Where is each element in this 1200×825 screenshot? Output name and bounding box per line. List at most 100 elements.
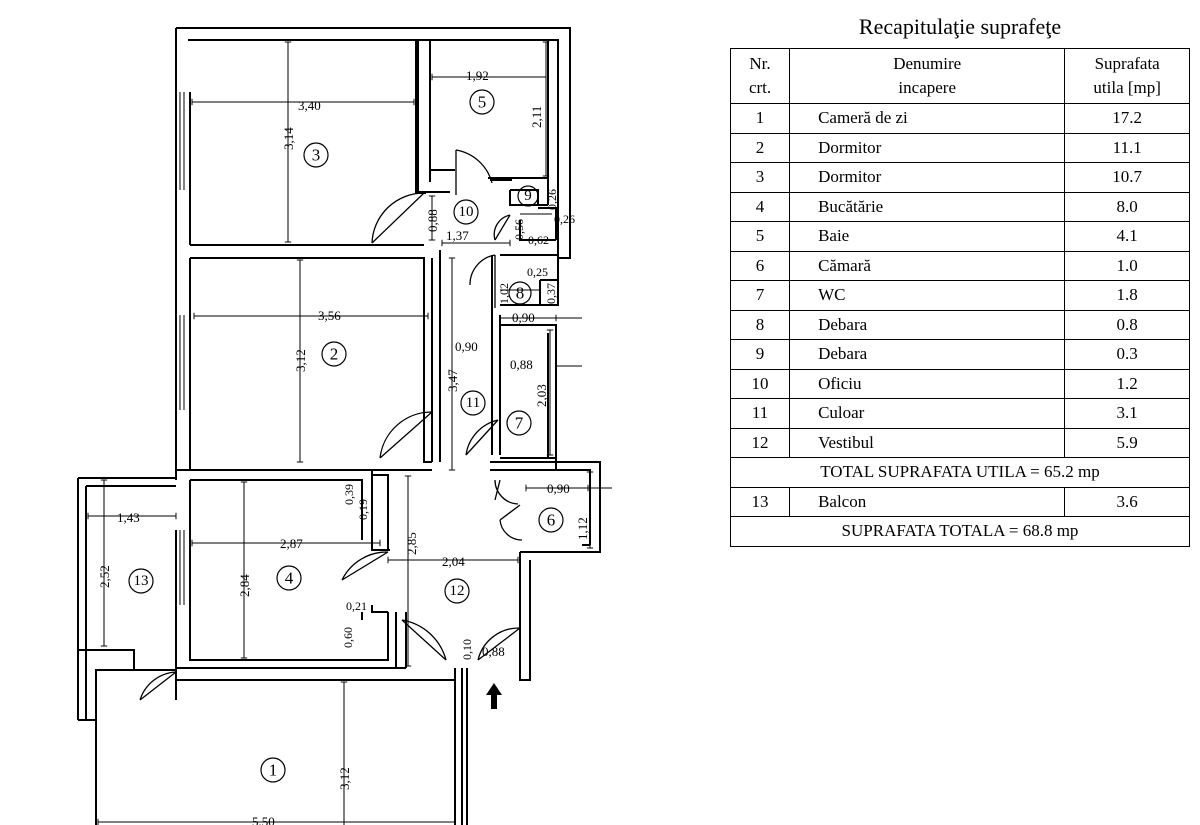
room-number: 4 — [285, 569, 294, 588]
dim-label: 0,62 — [528, 233, 549, 247]
dim-label: 0,90 — [547, 481, 570, 496]
room-marker-1 — [260, 757, 286, 783]
dim-label: 0,26 — [545, 189, 559, 210]
dim-label: 0,26 — [554, 212, 575, 226]
dim-label: 2,85 — [404, 532, 419, 555]
cell-name: Baie — [789, 221, 1066, 252]
dim-label: 3,40 — [298, 98, 321, 113]
cell-name: WC — [789, 280, 1066, 311]
cell-nr: 12 — [729, 427, 791, 458]
dim-label: 1,37 — [446, 228, 469, 243]
room-marker-2 — [321, 341, 347, 367]
dim-label: 2,52 — [97, 565, 112, 588]
cell-area: 1.0 — [1064, 250, 1190, 281]
cell-area: 10.7 — [1064, 162, 1190, 193]
room-marker-7 — [506, 410, 532, 436]
dim-label: 3,47 — [445, 369, 460, 392]
room-number: 2 — [330, 345, 339, 364]
cell-nr: 9 — [729, 339, 791, 370]
dim-label: 0,25 — [527, 265, 548, 279]
cell-area: 0.8 — [1064, 309, 1190, 340]
room-number: 13 — [134, 573, 149, 589]
dim-label: 2,04 — [442, 554, 465, 569]
room-markers — [128, 89, 564, 783]
dim-label: 0,90 — [512, 310, 535, 325]
room-number: 8 — [516, 284, 525, 303]
total-cell: SUPRAFATA TOTALA = 68.8 mp — [730, 516, 1190, 547]
cell-nr: 10 — [729, 368, 791, 399]
dim-label: 2,03 — [534, 384, 549, 407]
cell-area: 11.1 — [1064, 132, 1190, 163]
arrow-up-icon — [486, 683, 502, 709]
room-number: 11 — [466, 395, 480, 411]
dim-label: 3,14 — [281, 127, 296, 150]
cell-nr: 8 — [729, 309, 791, 340]
dim-label: 2,84 — [237, 574, 252, 597]
cell-area: 1.2 — [1064, 368, 1190, 399]
cell-area: 17.2 — [1064, 103, 1190, 134]
cell-area: 0.3 — [1064, 339, 1190, 370]
dim-label: 0,60 — [341, 627, 355, 648]
cell-name: Debara — [789, 309, 1066, 340]
dim-label: 0,10 — [460, 639, 474, 660]
cell-nr: 6 — [729, 250, 791, 281]
cell-name: Cămară — [789, 250, 1066, 281]
room-marker-6 — [538, 507, 564, 533]
dim-label: 0,39 — [342, 484, 356, 505]
cell-name: Balcon — [789, 486, 1066, 517]
room-number: 5 — [478, 93, 487, 112]
room-number: 7 — [515, 414, 524, 433]
doors — [139, 149, 523, 701]
room-marker-13 — [128, 568, 154, 594]
dim-label: 1,92 — [466, 68, 489, 83]
cell-name: Cameră de zi — [789, 103, 1066, 134]
cell-name: Culoar — [789, 398, 1066, 429]
header-text: Nr.crt. — [748, 54, 772, 97]
dim-label: 0,37 — [544, 283, 558, 304]
cell-name: Dormitor — [789, 132, 1066, 163]
cell-name: Bucătărie — [789, 191, 1066, 222]
cell-area: 8.0 — [1064, 191, 1190, 222]
cell-nr: 5 — [729, 221, 791, 252]
cell-area: 3.6 — [1064, 486, 1190, 517]
room-marker-12 — [444, 578, 470, 604]
dim-label: 0,56 — [512, 219, 526, 240]
cell-nr: 4 — [729, 191, 791, 222]
cell-nr: 13 — [729, 486, 791, 517]
dim-label: 3,56 — [318, 308, 341, 323]
room-marker-8 — [508, 281, 532, 305]
dim-label: 0,21 — [346, 599, 367, 613]
room-number: 10 — [459, 204, 474, 220]
room-numbers: 3 5 10 9 8 2 11 7 6 4 12 13 1 — [134, 93, 556, 780]
cell-area: 1.8 — [1064, 280, 1190, 311]
dimension-lines — [87, 41, 612, 825]
room-number: 12 — [450, 583, 465, 599]
dim-label: 0,88 — [425, 209, 440, 232]
total-row: SUPRAFATA TOTALA = 68.8 mp — [730, 516, 1190, 547]
room-marker-3 — [303, 142, 329, 168]
room-marker-10 — [453, 199, 479, 225]
room-number: 6 — [547, 511, 556, 530]
total-useful-row: TOTAL SUPRAFATA UTILA = 65.2 mp — [730, 457, 1190, 488]
dim-label: 2,11 — [529, 106, 544, 128]
room-number: 3 — [312, 146, 321, 165]
cell-name: Vestibul — [789, 427, 1066, 458]
dim-label: 3,12 — [337, 767, 352, 790]
dim-label: 0,88 — [482, 644, 505, 659]
floor-plan: 3 5 10 9 8 2 11 7 6 4 12 13 1 3,40 3,14 … — [77, 27, 612, 825]
cell-nr: 2 — [729, 132, 791, 163]
dim-label: 0,90 — [455, 339, 478, 354]
dim-label: 2,87 — [280, 536, 303, 551]
